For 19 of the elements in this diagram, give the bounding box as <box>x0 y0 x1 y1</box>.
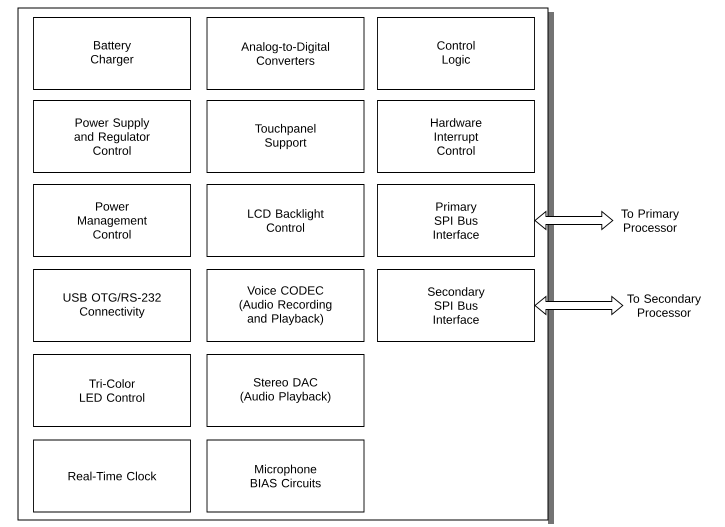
function-box: Battery Charger <box>33 17 191 90</box>
function-box: Power Supply and Regulator Control <box>33 100 191 173</box>
function-box: LCD Backlight Control <box>206 184 364 257</box>
function-box: Primary SPI Bus Interface <box>377 184 535 257</box>
function-box: Analog-to-Digital Converters <box>206 17 364 90</box>
function-box: Power Management Control <box>33 184 191 257</box>
connection-label: To Secondary Processor <box>627 294 701 317</box>
function-box: Microphone BIAS Circuits <box>206 440 364 512</box>
function-box: USB OTG/RS-232 Connectivity <box>33 269 191 342</box>
function-box: Touchpanel Support <box>206 100 364 173</box>
function-box: Real-Time Clock <box>33 440 191 512</box>
function-box: Tri-Color LED Control <box>33 354 191 427</box>
function-box: Voice CODEC (Audio Recording and Playback) <box>206 269 364 342</box>
function-box: Hardware Interrupt Control <box>377 100 535 173</box>
connection-label: To Primary Processor <box>621 209 679 232</box>
function-box: Stereo DAC (Audio Playback) <box>206 354 364 427</box>
function-box: Control Logic <box>377 17 535 90</box>
function-box: Secondary SPI Bus Interface <box>377 269 535 342</box>
chip-outline <box>18 8 554 524</box>
